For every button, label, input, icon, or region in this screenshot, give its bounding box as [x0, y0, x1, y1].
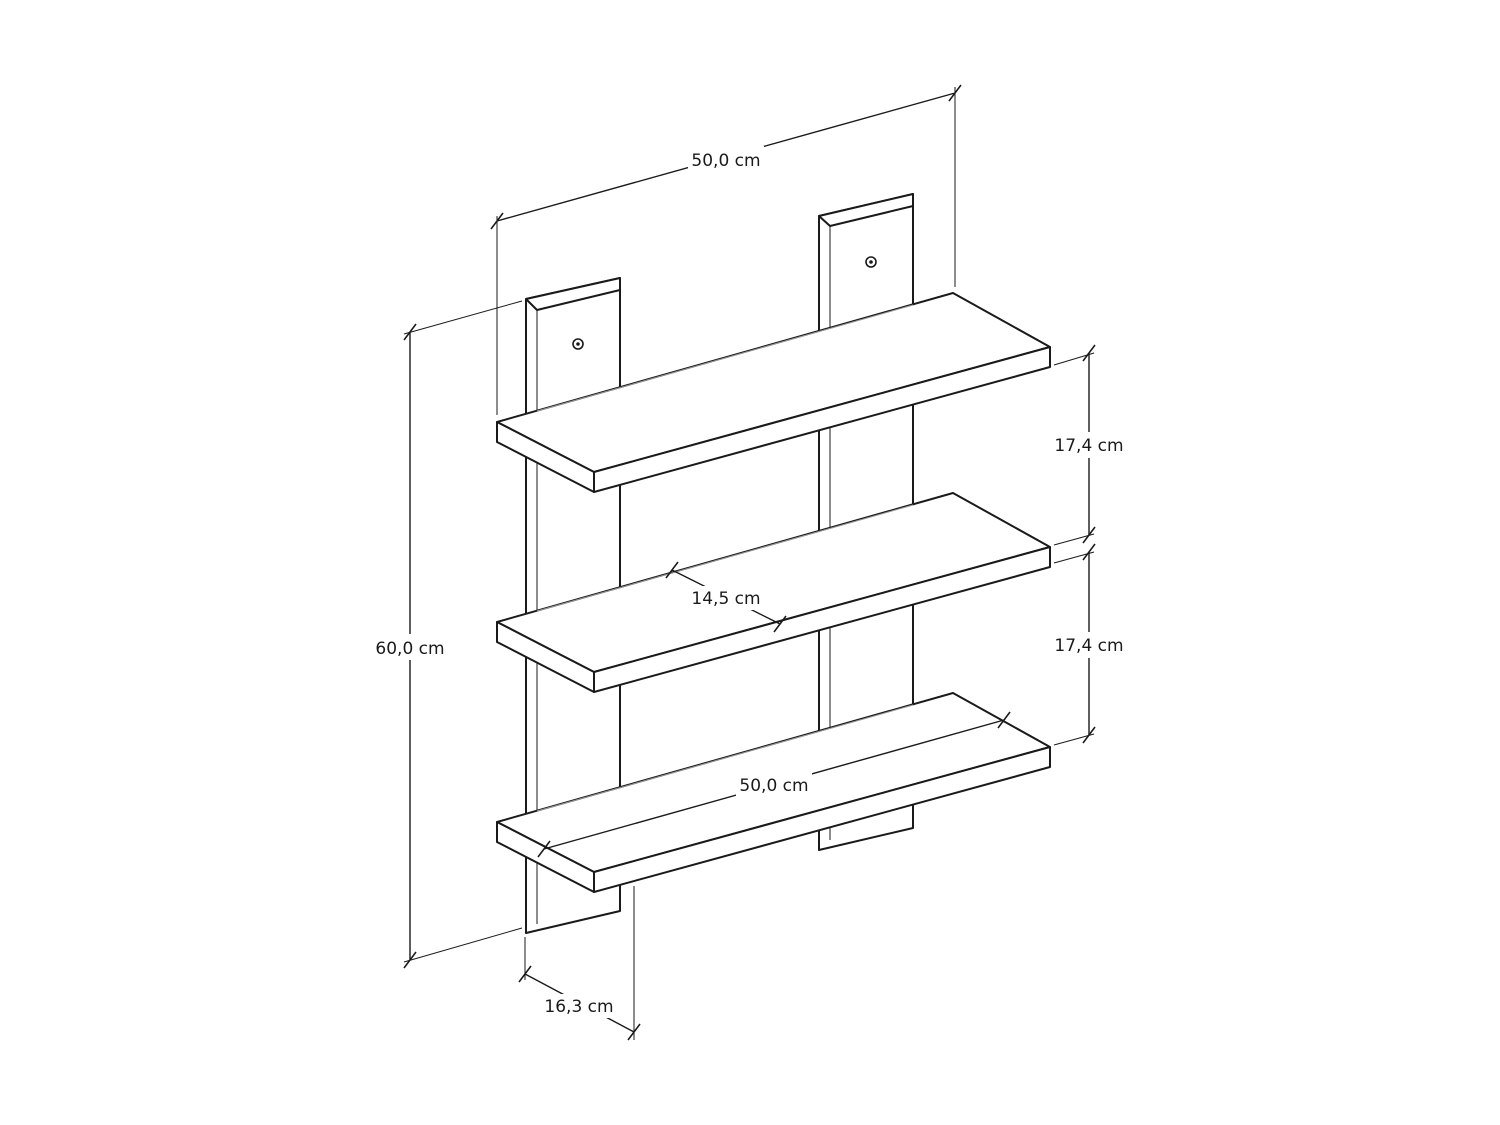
dimension-shelf-depth: 14,5 cm: [665, 561, 787, 633]
screw-hole-icon: [572, 338, 584, 350]
label-overall-height: 60,0 cm: [375, 639, 444, 659]
dimension-base-depth: 16,3 cm: [518, 886, 641, 1041]
dimension-shelf-spacing: 17,4 cm 17,4 cm: [1051, 344, 1127, 746]
screw-hole-icon: [865, 256, 877, 268]
label-shelf-depth: 14,5 cm: [691, 589, 760, 609]
label-shelf-length: 50,0 cm: [739, 776, 808, 796]
label-shelf-spacing-lower: 17,4 cm: [1054, 636, 1123, 656]
label-overall-width: 50,0 cm: [691, 151, 760, 171]
shelf-middle: [496, 492, 1051, 693]
shelf-top: [496, 292, 1051, 493]
dimension-overall-width: 50,0 cm: [490, 84, 962, 415]
label-shelf-spacing-upper: 17,4 cm: [1054, 436, 1123, 456]
dimension-shelf-length: 50,0 cm: [537, 711, 1011, 858]
label-base-depth: 16,3 cm: [544, 997, 613, 1017]
dimension-overall-height: 60,0 cm: [372, 300, 523, 969]
